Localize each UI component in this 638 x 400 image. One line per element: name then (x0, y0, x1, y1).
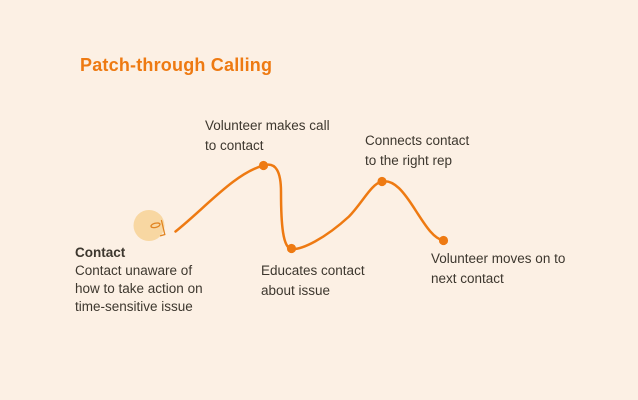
step-label-connects-contact: Connects contact to the right rep (365, 131, 469, 171)
face-nose (159, 219, 166, 237)
step-text-line: Educates contact (261, 263, 365, 278)
journey-dots (258, 160, 449, 254)
journey-dot-connects-contact (377, 176, 387, 187)
step-text-line: time-sensitive issue (75, 299, 193, 314)
step-text-line: Connects contact (365, 133, 470, 148)
step-label-educates-contact: Educates contact about issue (261, 261, 365, 301)
journey-curve (174, 163, 445, 251)
journey-dot-volunteer-moves-on (438, 235, 449, 246)
contact-face-icon (133, 210, 166, 241)
step-label-volunteer-makes-call: Volunteer makes call to contact (205, 116, 330, 156)
face-eye (150, 222, 161, 229)
step-text-line: to the right rep (365, 153, 453, 168)
step-text-line: Volunteer makes call (205, 118, 330, 133)
step-text-line: how to take action on (75, 281, 203, 296)
step-heading: Contact (75, 245, 126, 260)
page-title: Patch-through Calling (80, 55, 273, 75)
step-text-line: about issue (261, 283, 331, 298)
step-label-volunteer-moves-on: Volunteer moves on to next contact (431, 249, 565, 289)
step-label-contact: Contact Contact unaware of how to take a… (75, 244, 203, 316)
step-text-line: Volunteer moves on to (431, 251, 566, 266)
step-text-line: next contact (431, 271, 504, 286)
step-text-line: Contact unaware of (75, 263, 193, 278)
journey-dot-volunteer-makes-call (258, 160, 269, 171)
journey-dot-educates-contact (286, 243, 297, 254)
step-text-line: to contact (205, 138, 264, 153)
